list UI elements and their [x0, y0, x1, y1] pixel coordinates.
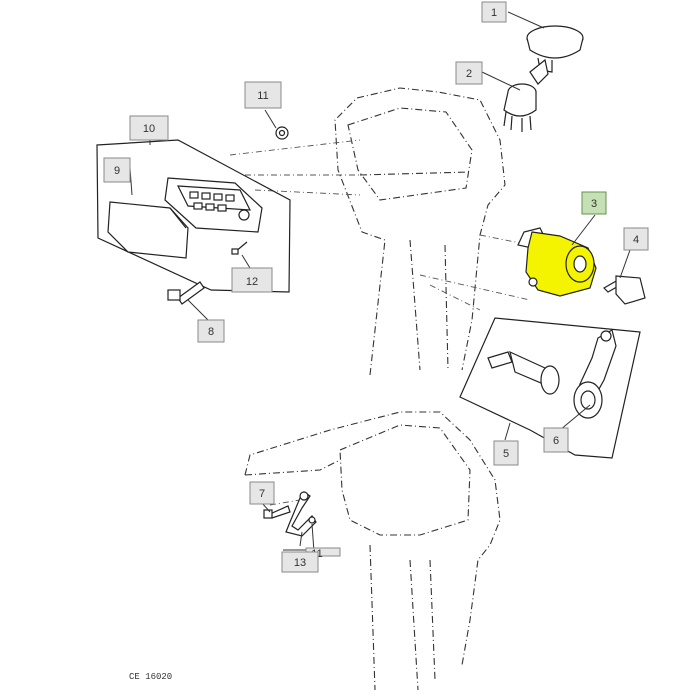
- lower-frame-outline: [244, 411, 501, 691]
- callout-7: 7: [249, 481, 275, 505]
- callout-9: 9: [103, 157, 131, 183]
- light-panel-box: [96, 139, 291, 293]
- callout-11: 11: [244, 81, 282, 109]
- key-part: [603, 275, 646, 305]
- callout-3: 3: [581, 191, 607, 215]
- upper-frame-outline: [229, 87, 531, 376]
- callout-10: 10: [129, 115, 169, 141]
- callout-13: 13: [281, 551, 319, 573]
- svg-text:6: 6: [553, 435, 559, 447]
- svg-text:8: 8: [208, 326, 214, 338]
- callout-2: 2: [455, 61, 483, 85]
- callout-6: 6: [543, 427, 569, 453]
- lens-part: [107, 201, 189, 259]
- socket-part: [487, 350, 560, 395]
- drawing-code: CE 16020: [129, 672, 172, 682]
- callout-5: 5: [493, 440, 519, 466]
- socket-assembly-box: [459, 317, 641, 459]
- bolt-part-8: [167, 281, 205, 305]
- svg-text:13: 13: [294, 557, 306, 569]
- svg-text:7: 7: [259, 488, 265, 500]
- svg-text:2: 2: [466, 68, 472, 80]
- ignition-switch-part: [517, 227, 597, 297]
- switch-part: [503, 58, 549, 132]
- socket-cover-part: [573, 329, 617, 419]
- svg-text:5: 5: [503, 448, 509, 460]
- callout-4: 4: [623, 227, 649, 251]
- svg-text:9: 9: [114, 165, 120, 177]
- callout-1: 1: [481, 1, 507, 23]
- knob-part: [526, 25, 584, 73]
- clip-part: [285, 491, 317, 537]
- nut-part-upper: [275, 126, 289, 140]
- svg-text:3: 3: [591, 198, 597, 210]
- bolt-part-7: [263, 505, 291, 519]
- callout-12: 12: [231, 267, 273, 293]
- svg-text:1: 1: [491, 7, 497, 19]
- warning-light-housing: [164, 177, 263, 233]
- svg-text:4: 4: [633, 234, 639, 246]
- svg-text:11: 11: [257, 90, 268, 102]
- callout-8: 8: [197, 319, 225, 343]
- svg-text:10: 10: [143, 123, 155, 135]
- svg-text:12: 12: [246, 276, 258, 288]
- screw-part-12: [231, 241, 248, 255]
